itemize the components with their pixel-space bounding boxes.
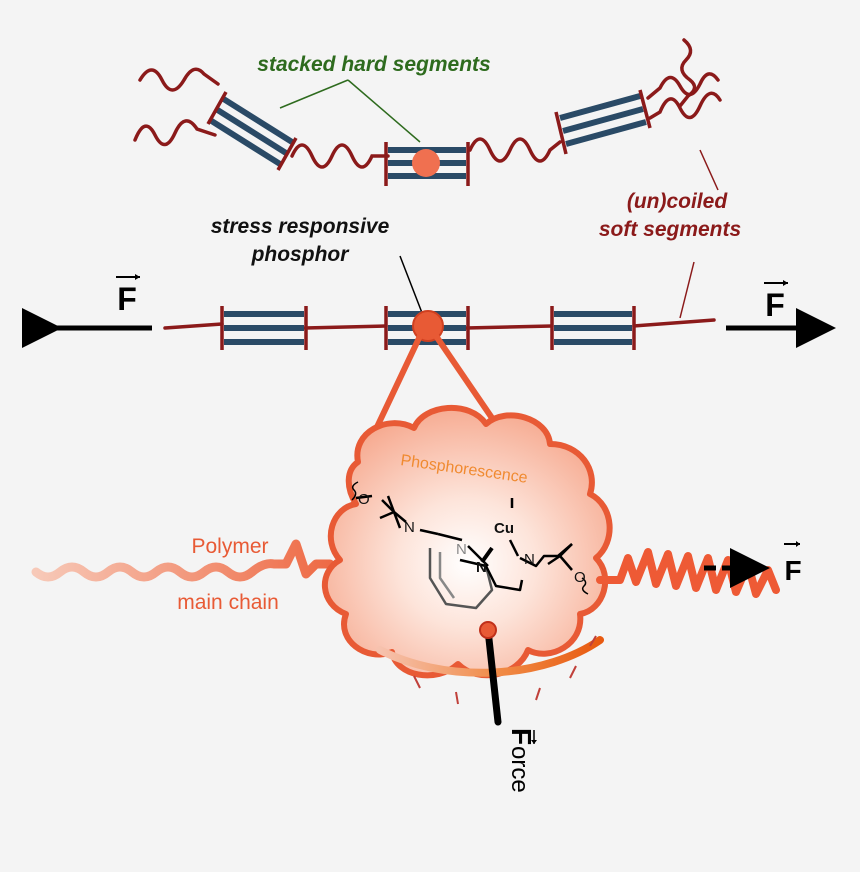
force-vector-chain: F (784, 541, 802, 586)
force-word-rest: orce (506, 746, 533, 793)
label-phosphorescence: Phosphorescence (399, 452, 528, 487)
force-symbol-chain: F (784, 555, 801, 586)
label-phosphor: phosphor (251, 243, 351, 266)
force-word-initial: F (506, 728, 537, 745)
force-vector-left: F (116, 274, 140, 317)
soft-segment-coil (468, 137, 562, 163)
label-pointers (279, 79, 719, 319)
force-vector-right: F (764, 280, 788, 323)
label-stacked-hard-segments: stacked hard segments (257, 53, 490, 76)
label-polymer: Polymer (191, 535, 268, 558)
force-word-vector (531, 730, 537, 744)
atom-n-center: N (476, 559, 487, 576)
stretched-polymer (22, 306, 836, 350)
gauge-needle (484, 626, 502, 726)
relaxed-polymer (133, 38, 722, 186)
atom-n-pyridine: N (456, 541, 467, 558)
force-symbol-left: F (117, 281, 137, 317)
soft-segment-chain (138, 67, 220, 92)
atom-n-right: N (524, 551, 535, 568)
soft-segment-chain (678, 38, 697, 108)
hard-segment (550, 306, 636, 350)
gauge-pivot (479, 621, 497, 639)
force-gauge (376, 621, 604, 726)
atom-n-left: N (404, 519, 415, 536)
hard-segment-right (554, 89, 652, 155)
hard-segment-center (384, 142, 470, 186)
molecule-labels: O N Cu N N N O (358, 491, 586, 586)
soft-segment-chain (648, 91, 722, 120)
polymer-main-chain-left (31, 539, 335, 582)
force-symbol-right: F (765, 287, 785, 323)
force-word: F orce (506, 728, 537, 793)
soft-segment-coil (290, 143, 390, 169)
label-stress-responsive: stress responsive (211, 215, 390, 238)
hard-segment-left (206, 91, 298, 171)
soft-segment-extended (163, 318, 716, 330)
label-uncoiled: (un)coiled (627, 190, 728, 213)
phosphor-dot (412, 149, 440, 177)
soft-segment-chain (133, 119, 217, 147)
atom-o-left: O (358, 491, 370, 508)
phosphor-cloud (322, 404, 613, 679)
atom-cu: Cu (494, 520, 514, 537)
label-main-chain: main chain (177, 591, 279, 614)
atom-o-right: O (574, 569, 586, 586)
label-soft-segments: soft segments (599, 218, 741, 241)
copper-complex-structure (351, 481, 589, 610)
hard-segment (220, 306, 308, 350)
